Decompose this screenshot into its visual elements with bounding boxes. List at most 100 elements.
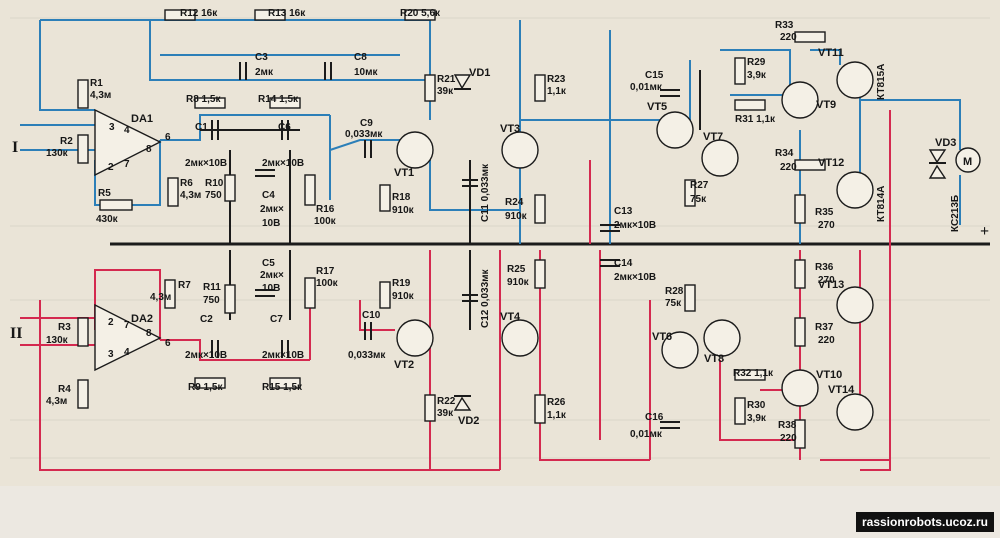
vt2-label: VT2 (394, 359, 414, 371)
vt7-label: VT7 (703, 131, 723, 143)
c14-name: C14 (614, 258, 633, 269)
c1-value: 2мк×10В (185, 158, 227, 169)
c13-name: C13 (614, 206, 633, 217)
c1-name: C1 (195, 122, 208, 133)
c6-value: 2мк×10В (262, 158, 304, 169)
c3-value: 2мк (255, 67, 274, 78)
vt11-label: VT11 (818, 47, 844, 59)
r30-value: 3,9к (747, 413, 767, 424)
blue-wires (20, 19, 961, 244)
r2-name: R2 (60, 136, 73, 147)
r33-value: 220 (780, 32, 797, 43)
r22-value: 39к (437, 408, 454, 419)
r5-name: R5 (98, 188, 111, 199)
c2-name: C2 (200, 314, 213, 325)
r28-name: R28 (665, 286, 684, 297)
vt12-label: VT12 (818, 157, 844, 169)
vd2-label: VD2 (458, 415, 479, 427)
r25-name: R25 (507, 264, 526, 275)
r29-value: 3,9к (747, 70, 767, 81)
c8-name: C8 (354, 52, 367, 63)
c15-value: 0,01мк (630, 82, 663, 93)
r24-value: 910к (505, 211, 528, 222)
r17-value: 100к (316, 278, 339, 289)
black-wires (200, 70, 701, 330)
vt6-label: VT6 (652, 331, 672, 343)
r10-value: 750 (205, 190, 222, 201)
r21-value: 39к (437, 86, 454, 97)
r19-name: R19 (392, 278, 411, 289)
c5-name: C5 (262, 258, 275, 269)
r9-label: R9 1,5к (188, 382, 223, 393)
resistor-bodies (77, 9, 826, 449)
r14-label: R14 1,5к (258, 94, 299, 105)
c10-name: C10 (362, 310, 381, 321)
r17-name: R17 (316, 266, 335, 277)
r16-value: 100к (314, 216, 337, 227)
r3-name: R3 (58, 322, 71, 333)
c9-value: 0,033мк (345, 129, 383, 140)
rail-plus-sign: + (980, 223, 989, 240)
c14-value: 2мк×10В (614, 272, 656, 283)
r35-value: 270 (818, 220, 835, 231)
r28-value: 75к (665, 298, 682, 309)
da1-pin-4: 4 (124, 125, 130, 136)
c15-name: C15 (645, 70, 664, 81)
page-footer (0, 486, 1000, 538)
da2-pin-6: 6 (165, 338, 171, 349)
vt9-label: VT9 (816, 99, 836, 111)
c13-value: 2мк×10В (614, 220, 656, 231)
r34-value: 220 (780, 162, 797, 173)
vt13-label: VT13 (818, 279, 844, 291)
da1-pin-7: 7 (124, 159, 130, 170)
r35-name: R35 (815, 207, 834, 218)
r31-label: R31 1,1к (735, 114, 776, 125)
r2-value: 130к (46, 148, 69, 159)
r1-name: R1 (90, 78, 103, 89)
c11-label: C11 0,033мк (480, 163, 491, 222)
da2-pin-7: 7 (124, 320, 130, 331)
c7-name: C7 (270, 314, 283, 325)
r30-name: R30 (747, 400, 766, 411)
c12-label: C12 0,033мк (480, 268, 491, 328)
r22-name: R22 (437, 396, 456, 407)
r27-name: R27 (690, 180, 709, 191)
r26-value: 1,1к (547, 410, 567, 421)
r34-name: R34 (775, 148, 794, 159)
opamp-da2 (94, 303, 162, 372)
r12-label: R12 16к (180, 8, 218, 19)
r32-label: R32 1,1к (733, 368, 774, 379)
vt11-type: КТ815А (876, 64, 887, 100)
r16-name: R16 (316, 204, 335, 215)
c5-value: 2мк× (260, 270, 284, 281)
r36-name: R36 (815, 262, 834, 273)
da2-label: DA2 (131, 313, 153, 325)
r25-value: 910к (507, 277, 530, 288)
r38-value: 220 (780, 433, 797, 444)
da1-label: DA1 (131, 113, 153, 125)
da1-pin-3: 3 (109, 122, 115, 133)
motor-label: M (963, 156, 972, 168)
vt3-label: VT3 (500, 123, 520, 135)
da2-pin-2: 2 (108, 317, 114, 328)
vt14-label: VT14 (828, 384, 855, 396)
c10-value: 0,033мк (348, 350, 386, 361)
motor: M (955, 147, 981, 173)
vd3-label: VD3 (935, 137, 956, 149)
r7-value: 4,3м (150, 292, 171, 303)
vt8-label: VT8 (704, 353, 724, 365)
r13-label: R13 16к (268, 8, 306, 19)
da1-pin-2: 2 (108, 162, 114, 173)
c4-name: C4 (262, 190, 275, 201)
r6-value: 4,3м (180, 190, 201, 201)
r6-name: R6 (180, 178, 193, 189)
r19-value: 910к (392, 291, 415, 302)
input-ii-label: II (10, 325, 22, 342)
c5-voltage: 10В (262, 283, 280, 294)
r37-name: R37 (815, 322, 834, 333)
r18-name: R18 (392, 192, 411, 203)
r23-name: R23 (547, 74, 566, 85)
r38-name: R38 (778, 420, 797, 431)
r36-value: 270 (818, 275, 835, 286)
r4-value: 4,3м (46, 396, 67, 407)
